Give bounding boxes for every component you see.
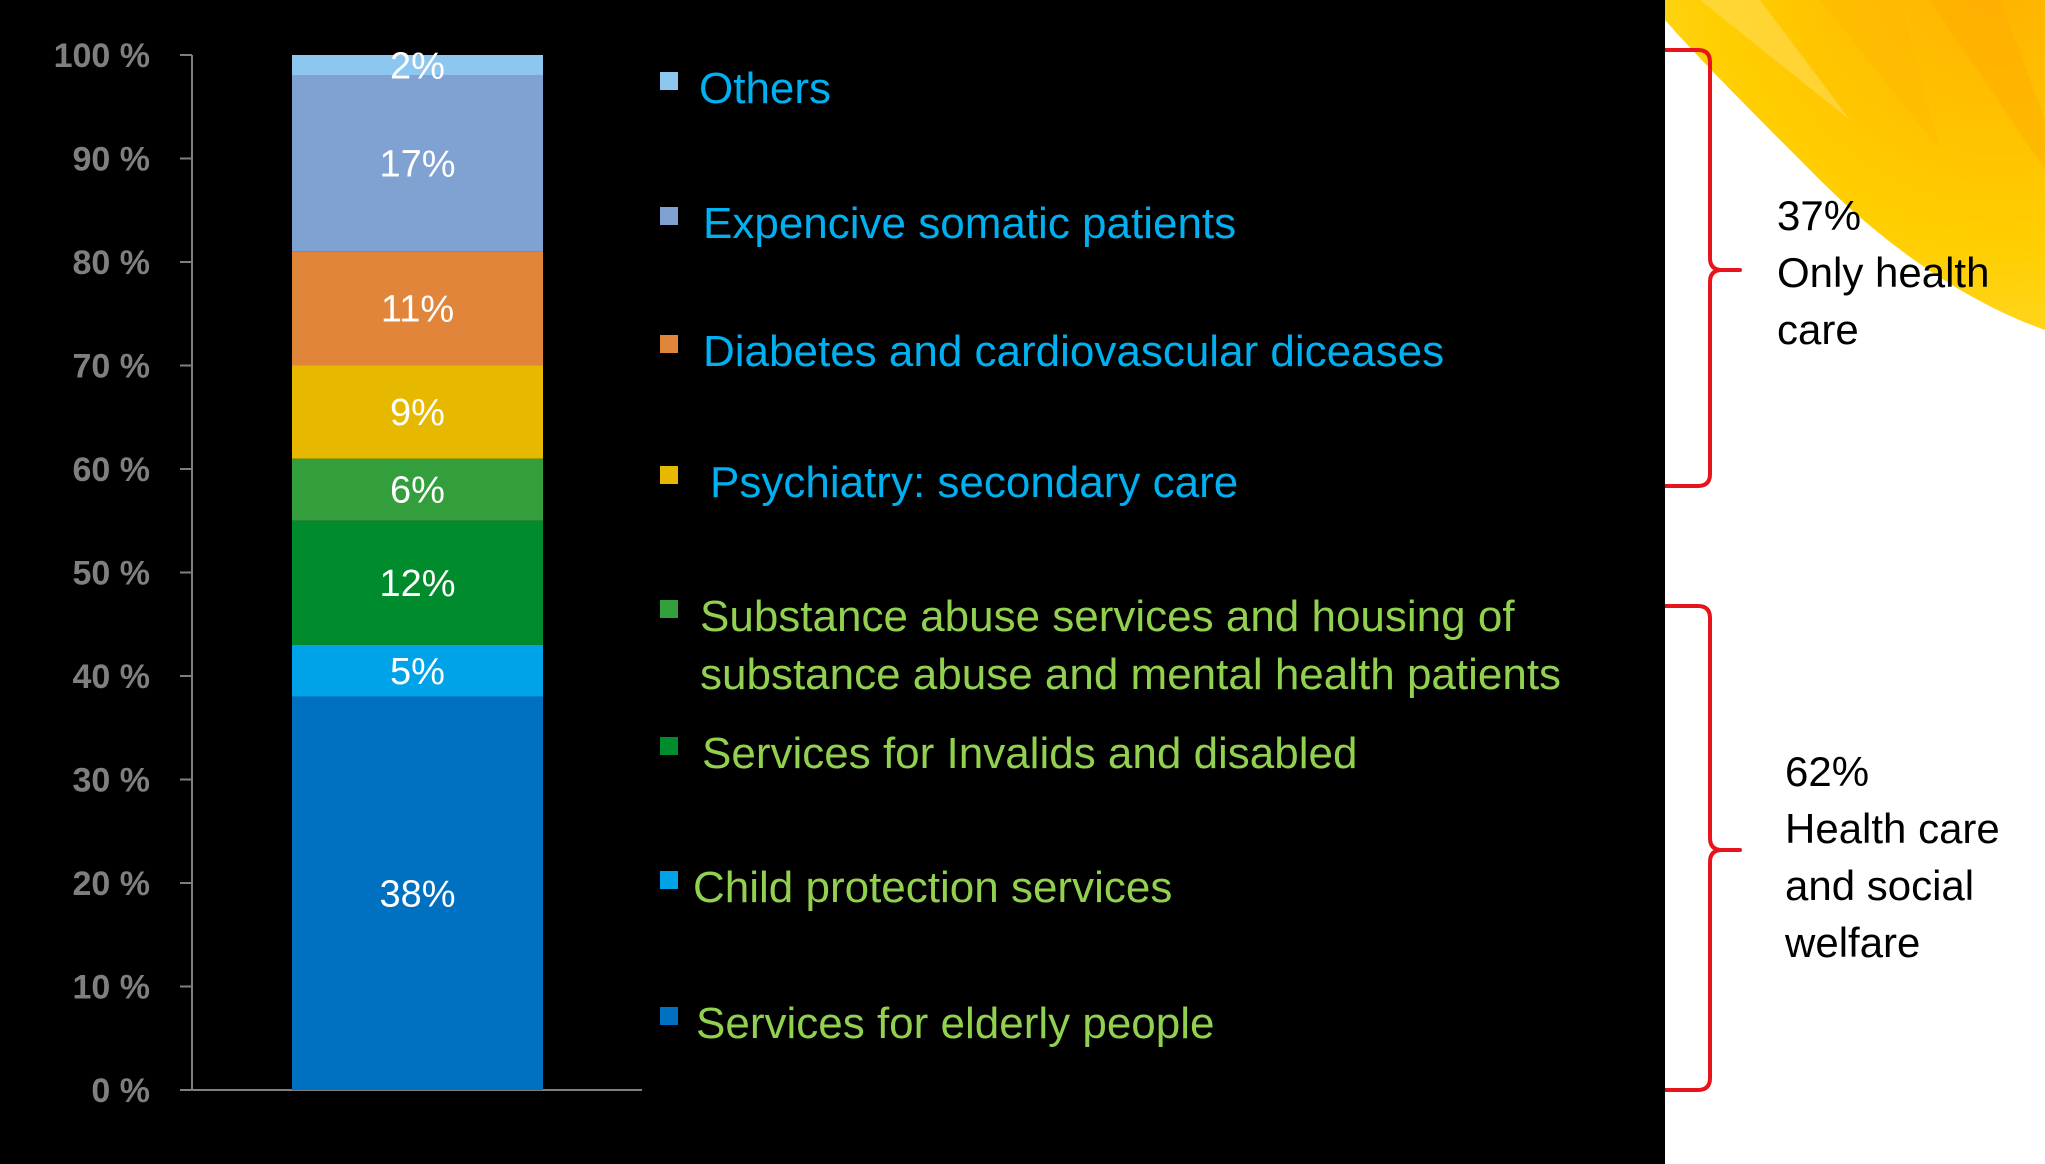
y-tick-label: 100 % bbox=[54, 37, 150, 75]
y-axis: 0 % 10 % 20 % 30 % 40 % 50 % 60 % 70 % 80 % 90 % 1… bbox=[54, 37, 642, 1110]
bar-segment bbox=[292, 365, 543, 459]
legend-swatch bbox=[660, 871, 678, 889]
annotation-line: welfare bbox=[1785, 919, 1921, 966]
legend-label-line: substance abuse and mental health patien… bbox=[700, 650, 1561, 699]
annotation-line: Only health bbox=[1777, 249, 1990, 296]
y-tick-label: 90 % bbox=[73, 141, 151, 179]
y-tick-label: 20 % bbox=[73, 865, 151, 903]
legend-swatch bbox=[660, 335, 678, 353]
annotation-health-care: 37% Only health care bbox=[1777, 187, 1989, 358]
legend-label: Expencive somatic patients bbox=[703, 199, 1236, 248]
segment-label: 9% bbox=[390, 392, 445, 434]
annotation-line: Health care bbox=[1785, 805, 2000, 852]
y-tick-label: 40 % bbox=[73, 658, 151, 696]
legend-label-line: Substance abuse services and housing of bbox=[700, 592, 1515, 641]
annotation-line: and social bbox=[1785, 862, 1975, 909]
chart-panel: 0 % 10 % 20 % 30 % 40 % 50 % 60 % 70 % 80 % 90 % 1… bbox=[0, 0, 1665, 1164]
bar-segment bbox=[292, 696, 543, 1090]
stacked-bar-chart: 0 % 10 % 20 % 30 % 40 % 50 % 60 % 70 % 80 % 90 % 1… bbox=[54, 37, 1561, 1110]
stacked-bar: 38% 5% 12% 6% 9% 11% 17% 2% bbox=[292, 45, 543, 1090]
annotation-line: 62% bbox=[1785, 748, 1870, 795]
legend-swatch bbox=[660, 207, 678, 225]
annotation-health-and-social: 62% Health care and social welfare bbox=[1785, 743, 2000, 971]
legend-swatch bbox=[660, 737, 678, 755]
legend-label: Services for elderly people bbox=[696, 999, 1214, 1048]
y-tick-label: 60 % bbox=[73, 451, 151, 489]
y-tick-label: 10 % bbox=[73, 969, 151, 1007]
bar-segment bbox=[292, 75, 543, 252]
bracket-health-and-social bbox=[1665, 604, 1742, 1092]
segment-label: 6% bbox=[390, 470, 445, 512]
legend-swatch bbox=[660, 466, 678, 484]
bracket-health-care bbox=[1665, 48, 1742, 488]
legend-swatch bbox=[660, 600, 678, 618]
annotation-line: care bbox=[1777, 306, 1859, 353]
legend-label: Diabetes and cardiovascular diceases bbox=[703, 327, 1444, 376]
legend-label: Child protection services bbox=[693, 863, 1172, 912]
legend-swatch bbox=[660, 72, 678, 90]
y-tick-label: 80 % bbox=[73, 244, 151, 282]
bar-segment bbox=[292, 458, 543, 521]
segment-label: 11% bbox=[381, 289, 454, 331]
segment-label: 12% bbox=[379, 563, 455, 605]
legend-label: Others bbox=[699, 64, 831, 113]
y-tick-label: 70 % bbox=[73, 348, 151, 386]
legend-swatch bbox=[660, 1007, 678, 1025]
legend-label: Psychiatry: secondary care bbox=[710, 458, 1238, 507]
bar-segment bbox=[292, 520, 543, 645]
bar-segment bbox=[292, 55, 543, 76]
annotation-line: 37% bbox=[1777, 192, 1862, 239]
y-tick-label: 50 % bbox=[73, 555, 151, 593]
segment-label: 5% bbox=[390, 651, 445, 693]
y-tick-label: 30 % bbox=[73, 762, 151, 800]
y-tick-label: 0 % bbox=[91, 1072, 150, 1110]
segment-label: 38% bbox=[379, 873, 455, 915]
bar-segment bbox=[292, 644, 543, 697]
segment-label: 2% bbox=[390, 45, 445, 87]
bar-segment bbox=[292, 251, 543, 366]
legend-label: Substance abuse services and housing of s… bbox=[700, 592, 1561, 699]
legend-label: Services for Invalids and disabled bbox=[702, 729, 1357, 778]
segment-label: 17% bbox=[379, 144, 455, 186]
